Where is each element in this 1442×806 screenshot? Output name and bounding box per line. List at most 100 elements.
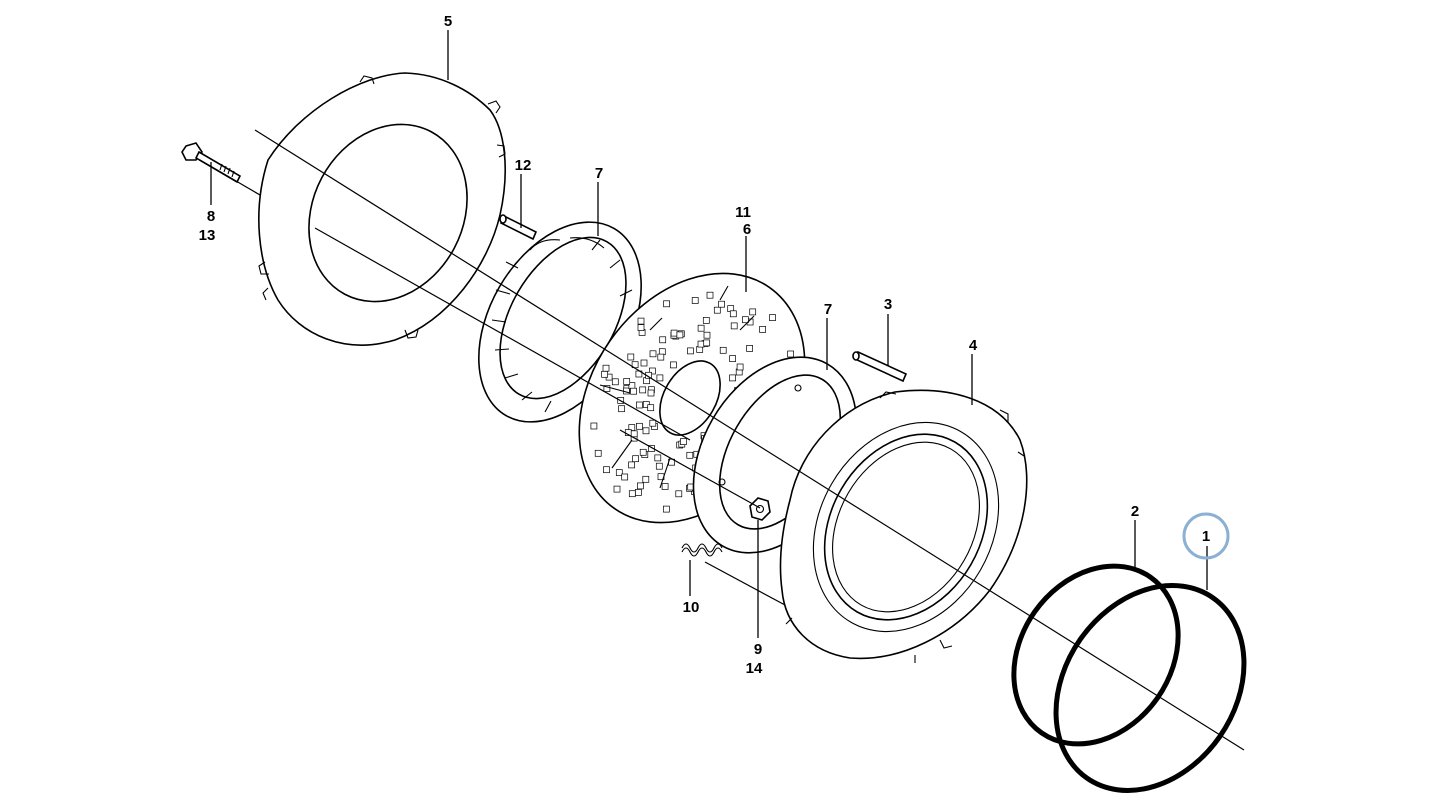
friction-pad [729,310,737,318]
part-10-spring [681,543,723,557]
friction-pad [615,469,623,476]
friction-pad [729,374,736,382]
callout-10: 10 [683,599,700,616]
friction-pad [603,385,611,392]
friction-pad [635,489,642,496]
friction-pad [730,322,738,330]
friction-pad [742,316,749,324]
friction-pad [628,461,635,469]
friction-pad [649,367,656,375]
callout-8: 8 [207,208,215,225]
friction-pad [713,306,721,314]
callout-9: 9 [754,641,762,658]
friction-pad [670,361,677,369]
friction-pad [663,300,670,308]
friction-pad [636,401,643,409]
friction-pad [637,324,645,331]
friction-pad [736,363,744,371]
assembly-axis-lines [199,129,1245,751]
friction-pad [623,378,631,385]
friction-pad [663,505,670,513]
part-4-housing [779,389,1028,663]
friction-pad [627,353,635,361]
friction-pad [640,359,648,367]
friction-pad [649,419,657,427]
friction-pad [759,326,766,333]
callout-13: 13 [199,227,216,244]
friction-pad [686,451,694,459]
friction-pad [637,482,644,490]
callout-11: 11 [735,204,751,221]
callout-1: 1 [1202,528,1210,545]
friction-pad [749,308,757,316]
friction-pad [702,317,710,324]
part-1-o-ring [1053,583,1247,793]
callout-7-upper: 7 [595,165,603,182]
callout-3: 3 [884,296,892,313]
friction-pad [697,324,705,332]
friction-pad [632,455,639,463]
friction-pad [603,466,610,474]
friction-pad [719,346,727,354]
friction-pad [590,422,598,430]
friction-pad [787,350,794,358]
friction-pad [706,291,714,299]
friction-pad [656,374,664,382]
friction-pad [659,336,667,344]
friction-pad [670,329,678,337]
friction-pad [639,448,647,456]
friction-pad [628,490,636,498]
callout-12: 12 [515,157,532,174]
callout-5: 5 [444,13,452,30]
friction-pad [648,445,655,452]
friction-pad [642,475,650,483]
callout-7-lower: 7 [824,301,832,318]
friction-pad [691,297,699,304]
leader-lines [210,30,1208,638]
friction-pad [655,462,663,470]
friction-pad [703,331,711,339]
friction-pad [647,389,655,397]
friction-pad [611,378,619,386]
friction-pad [687,347,694,355]
friction-pad [618,405,625,413]
callout-4: 4 [969,337,978,354]
friction-pad [639,386,647,394]
friction-pad [601,370,608,378]
friction-pad [637,317,645,325]
callout-labels: 5 12 7 8 13 11 6 7 3 4 2 1 10 9 14 [199,13,1211,677]
callout-1-highlight-ring[interactable] [1182,512,1230,560]
friction-pad [630,387,637,395]
friction-pad [621,473,629,481]
callout-14: 14 [746,660,763,677]
friction-pad [676,331,684,339]
friction-pad [697,340,705,348]
friction-pad [613,485,621,493]
friction-pad [703,339,711,347]
friction-pad [729,355,736,362]
friction-pad [647,404,655,412]
friction-pad [718,300,725,308]
callout-2: 2 [1131,503,1139,520]
friction-pad [661,483,669,490]
friction-pad [602,364,610,372]
friction-pad [657,353,665,361]
part-12-pin [499,214,538,241]
friction-pad [746,345,753,352]
friction-pad [769,314,776,321]
friction-pad [654,454,662,462]
part-8-bolt [181,142,242,184]
friction-pad [636,422,643,430]
part-2-o-ring [1011,563,1181,747]
friction-pad [680,438,687,445]
friction-pad [675,490,683,498]
friction-pad [642,427,650,435]
friction-pad [630,430,638,438]
callout-6: 6 [743,221,751,238]
part-9-nut [749,497,771,521]
part-3-pin [852,350,908,383]
friction-pad [594,449,602,457]
friction-pad [649,350,657,358]
